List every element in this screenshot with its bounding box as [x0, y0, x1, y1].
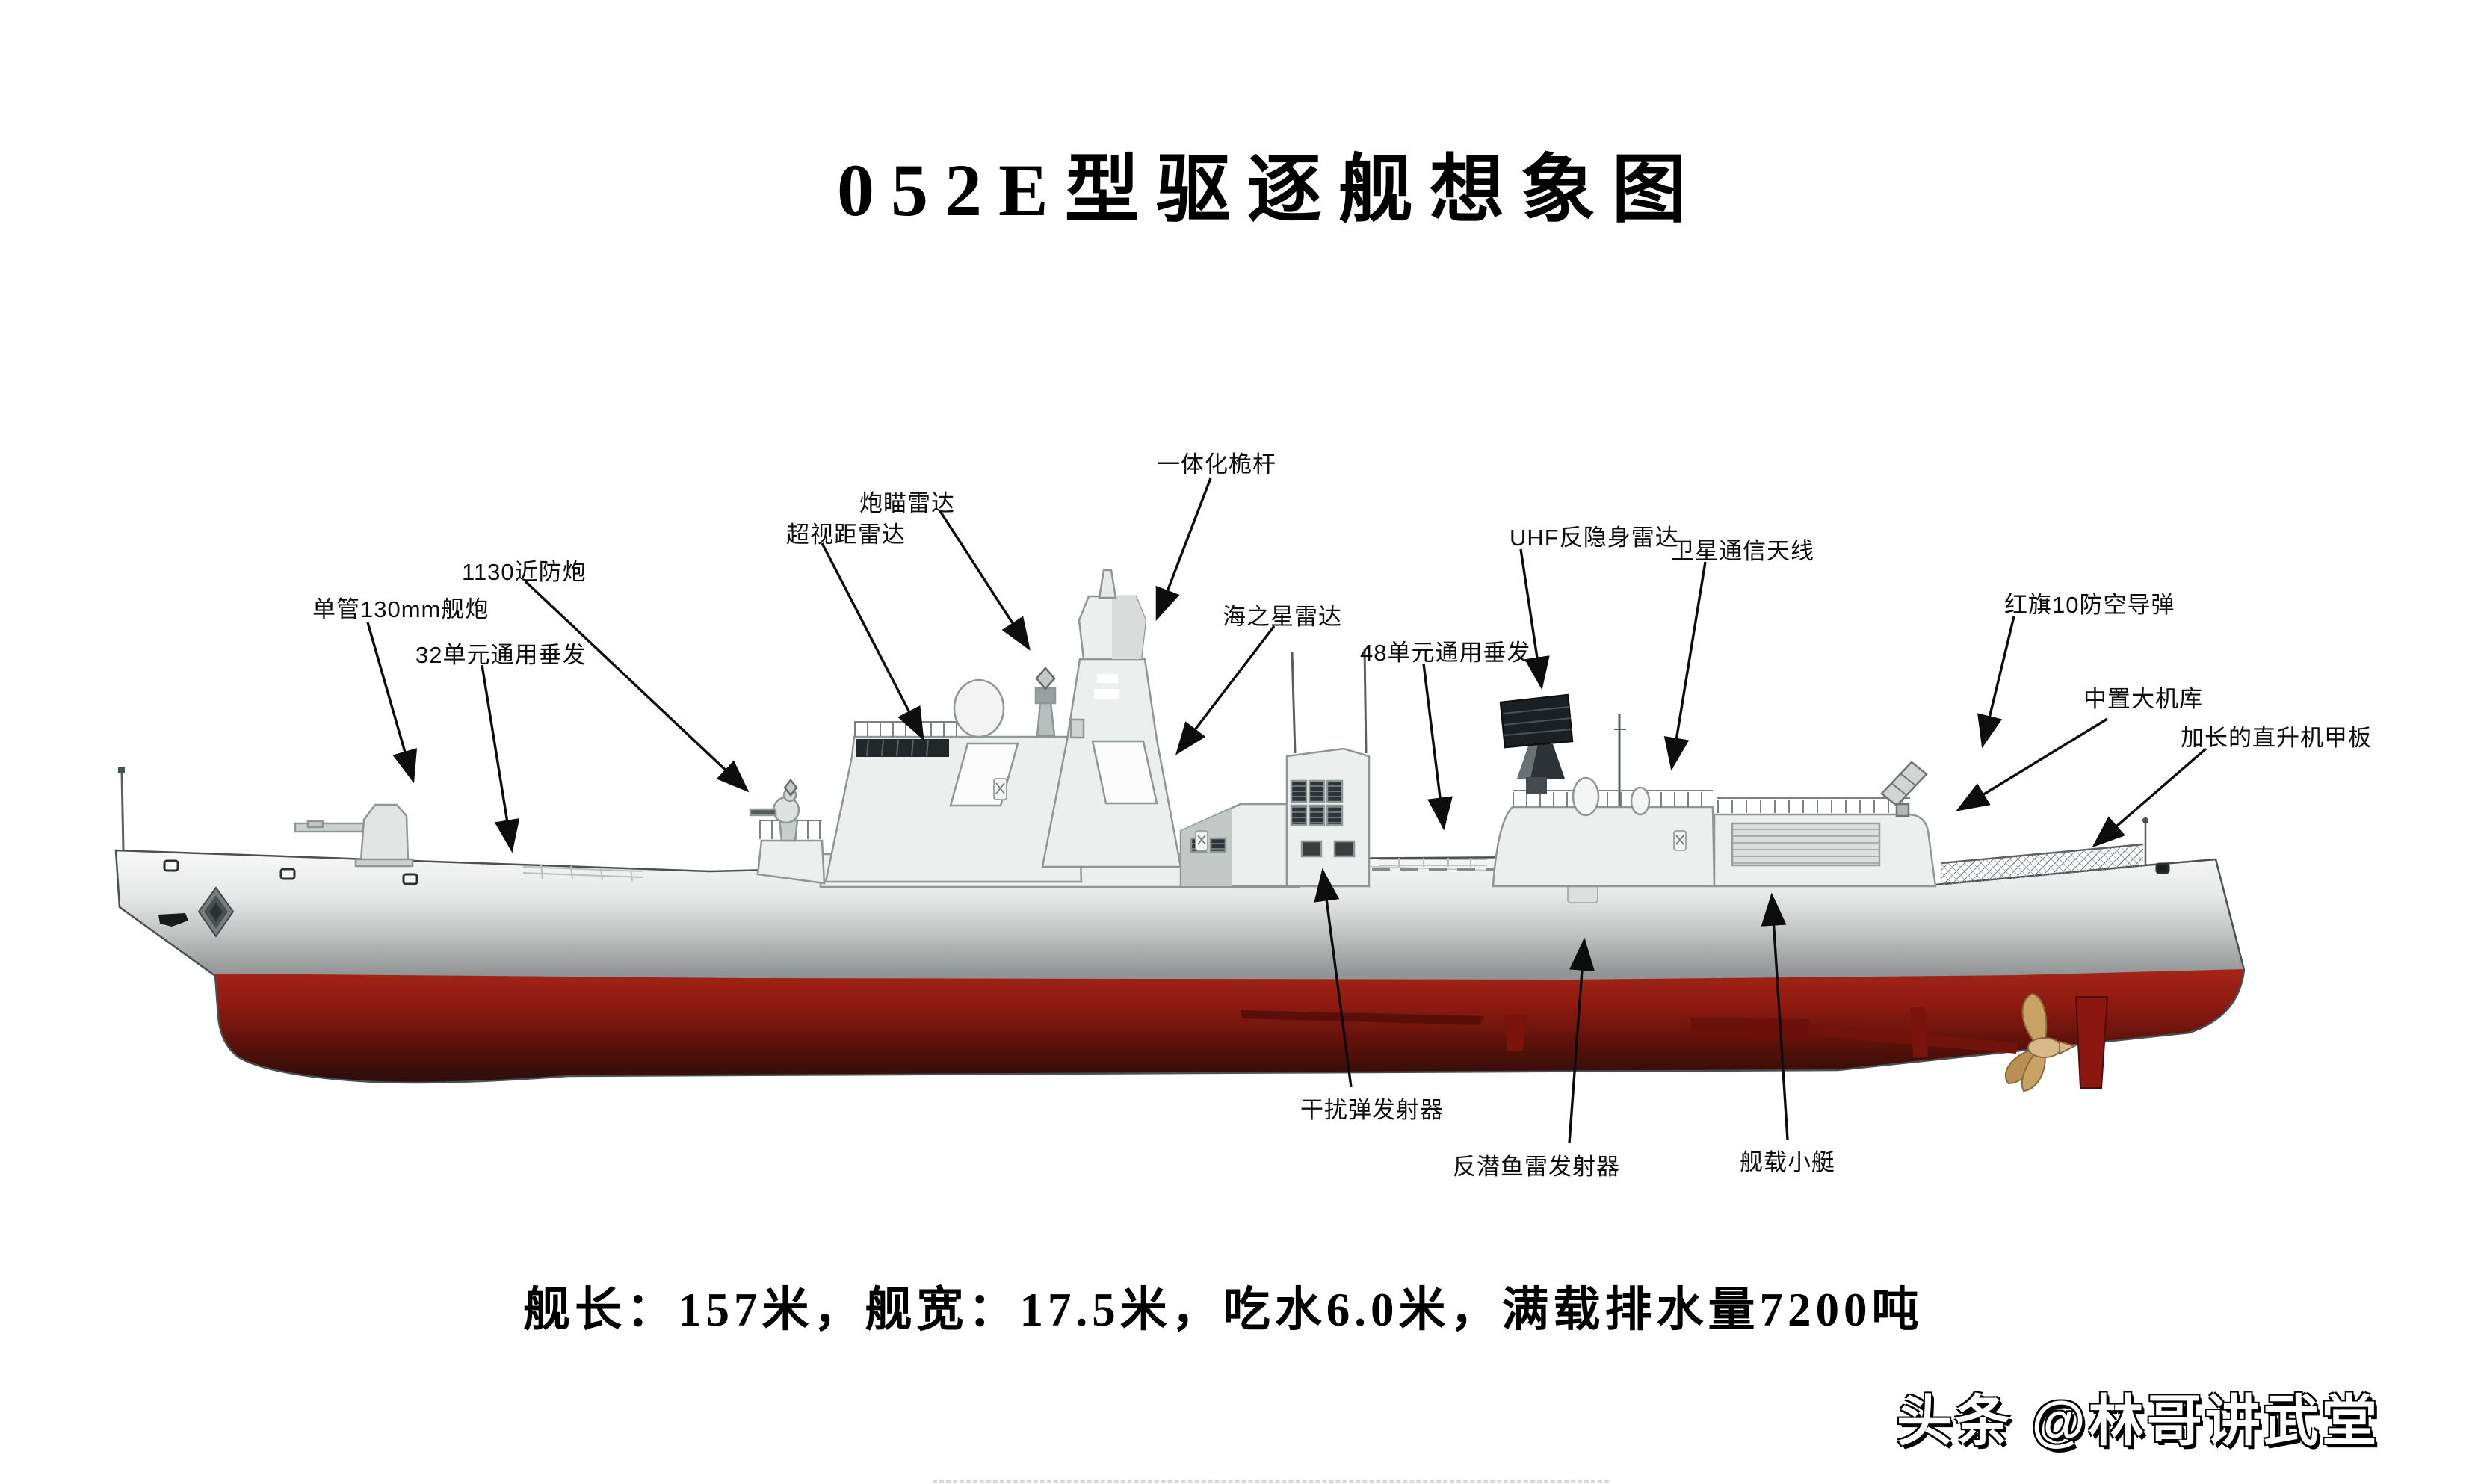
fin-stabilizer	[1504, 1015, 1527, 1051]
leader-ciws-1130	[524, 580, 750, 793]
leader-sea-star	[1175, 625, 1276, 755]
anchor-recess	[197, 886, 235, 938]
deck-vent-markers	[993, 778, 1687, 851]
page-title: 052E型驱逐舰想象图	[837, 149, 1703, 232]
label-satcom: 卫星通信天线	[1671, 538, 1814, 564]
leader-helo-deck	[2092, 747, 2207, 848]
leader-gun-130mm	[366, 622, 418, 784]
bilge-keel	[1240, 1010, 1483, 1025]
main-gun-130mm	[294, 803, 414, 868]
funnel-intake-grilles	[1290, 779, 1344, 826]
label-vls-32: 32单元通用垂发	[415, 642, 587, 668]
leader-gun-director	[939, 510, 1031, 651]
decoy-launcher-box	[1300, 840, 1323, 858]
gun-director	[1034, 667, 1057, 738]
propeller	[2004, 992, 2077, 1092]
leader-hangar	[1956, 717, 2108, 811]
leader-vls-32	[481, 664, 520, 853]
leader-lines	[366, 477, 2207, 1144]
label-helo-deck: 加长的直升机甲板	[2181, 725, 2372, 751]
label-ciws-1130: 1130近防炮	[462, 559, 587, 585]
jackstaff-top	[118, 767, 125, 773]
anchor	[158, 913, 188, 927]
sea-star-rear-panel	[1091, 740, 1158, 805]
watermark: 头条 @林哥讲武堂	[1897, 1390, 2380, 1452]
leader-torpedo	[1568, 937, 1595, 1144]
leader-oth-radar	[821, 542, 924, 741]
hangar-block	[1713, 761, 1937, 888]
oth-radar-dome	[953, 678, 1005, 738]
label-uhf-radar: UHF反隐身雷达	[1510, 525, 1679, 551]
label-decoy: 干扰弹发射器	[1300, 1097, 1444, 1123]
leader-vls-48	[1422, 663, 1453, 831]
shaft-strut	[1910, 1007, 1928, 1057]
leader-satcom	[1663, 561, 1707, 771]
label-integrated-mast: 一体化桅杆	[1157, 451, 1276, 477]
label-hq10: 红旗10防空导弹	[2004, 592, 2175, 618]
vls48-deck-hatches	[1379, 858, 1487, 867]
bottom-cropped-text-remnant	[933, 1480, 1609, 1483]
leader-integrated-mast	[1155, 477, 1212, 622]
underwater-gear	[1240, 992, 2109, 1092]
hq10-launcher	[1880, 761, 1928, 817]
boat-bay-grille	[1731, 822, 1881, 867]
leader-uhf-radar	[1519, 548, 1550, 690]
label-hangar: 中置大机库	[2083, 686, 2203, 712]
label-oth-radar: 超视距雷达	[786, 522, 906, 548]
shaft-fairing	[1690, 1018, 1817, 1040]
leader-ship-boat	[1761, 892, 1789, 1140]
decoy-launcher-box	[1333, 840, 1356, 858]
label-torpedo: 反潜鱼雷发射器	[1453, 1154, 1620, 1180]
antifouling-red-hull	[179, 969, 2244, 1083]
funnel-block	[1179, 747, 1371, 888]
ciws-1130	[749, 778, 826, 885]
integrated-mast	[1041, 569, 1182, 868]
bridge-block	[824, 667, 1083, 883]
satcom-dome-small	[1630, 786, 1651, 816]
leader-decoy	[1314, 868, 1353, 1088]
hull	[114, 849, 2246, 1084]
aft-tower	[1492, 693, 1716, 888]
bridge-windows	[856, 739, 949, 757]
label-sea-star: 海之星雷达	[1223, 604, 1342, 630]
spec-line: 舰长：157米，舰宽：17.5米，吃水6.0米，满载排水量7200吨	[523, 1284, 1924, 1336]
label-gun-director: 炮瞄雷达	[859, 490, 955, 516]
whip-antennas	[120, 648, 2147, 873]
satcom-dome-large	[1572, 776, 1600, 817]
deck-fairleads	[163, 859, 2170, 885]
stern-staff-ball	[2142, 817, 2148, 823]
superstructure	[294, 569, 2144, 888]
leader-hq10	[1977, 616, 2015, 749]
label-vls-48: 48单元通用垂发	[1360, 640, 1531, 666]
label-ship-boat: 舰载小艇	[1740, 1149, 1835, 1175]
rudder	[2074, 996, 2109, 1089]
label-gun-130mm: 单管130mm舰炮	[312, 596, 489, 622]
vls32-deck-hatches	[522, 865, 643, 882]
